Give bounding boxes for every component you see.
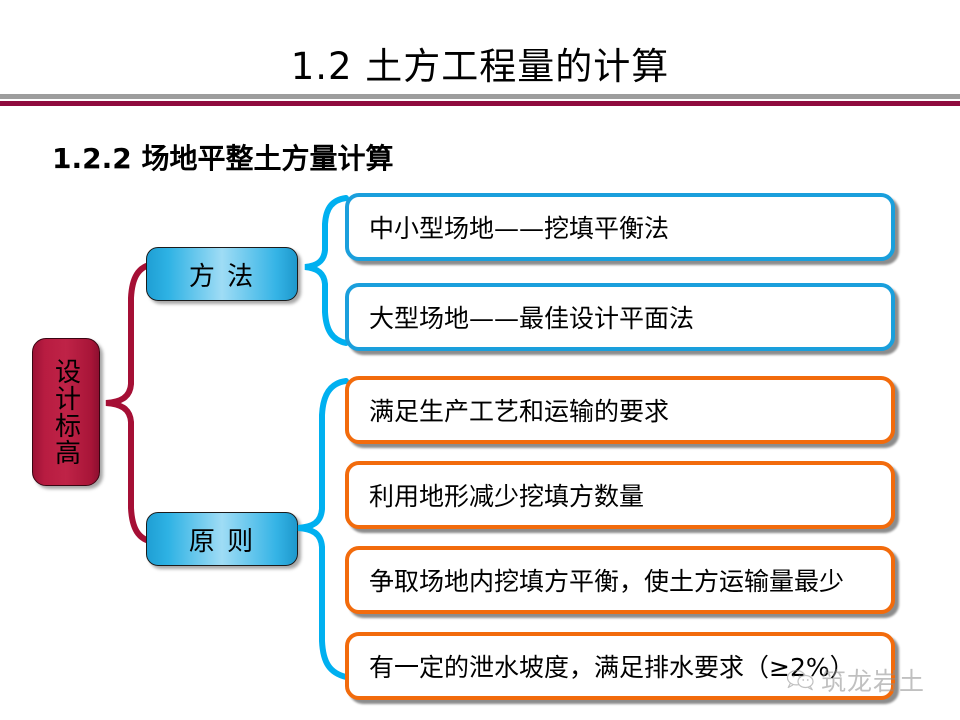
wechat-icon xyxy=(786,670,814,691)
leaf-box-method-2: 大型场地——最佳设计平面法 xyxy=(345,283,895,351)
branch-node-method-label: 方 法 xyxy=(188,261,256,292)
section-subtitle: 1.2.2 场地平整土方量计算 xyxy=(52,142,394,175)
leaf-text: 中小型场地——挖填平衡法 xyxy=(369,214,670,243)
header-divider-red xyxy=(0,101,960,106)
principle-brace-connector xyxy=(297,378,349,680)
branch-node-principle-label: 原 则 xyxy=(188,526,256,557)
watermark-text: 筑龙岩土 xyxy=(821,667,926,696)
leaf-box-method-1: 中小型场地——挖填平衡法 xyxy=(345,193,895,261)
leaf-text: 利用地形减少挖填方数量 xyxy=(369,482,645,511)
watermark: 筑龙岩土 xyxy=(786,662,925,698)
leaf-box-principle-2: 利用地形减少挖填方数量 xyxy=(345,461,895,529)
page-title: 1.2 土方工程量的计算 xyxy=(290,45,670,88)
root-brace-connector xyxy=(105,261,157,545)
leaf-box-principle-4: 有一定的泄水坡度，满足排水要求（≥2%） xyxy=(345,632,895,700)
branch-node-principle: 原 则 xyxy=(146,512,298,566)
root-node-design-elevation: 设计标高 xyxy=(32,338,100,486)
leaf-text: 有一定的泄水坡度，满足排水要求（≥2%） xyxy=(369,653,855,682)
leaf-text: 大型场地——最佳设计平面法 xyxy=(369,304,695,333)
leaf-text: 争取场地内挖填方平衡，使土方运输量最少 xyxy=(369,567,845,596)
branch-node-method: 方 法 xyxy=(146,247,298,301)
leaf-box-principle-1: 满足生产工艺和运输的要求 xyxy=(345,376,895,444)
leaf-box-principle-3: 争取场地内挖填方平衡，使土方运输量最少 xyxy=(345,546,895,614)
root-node-label: 设计标高 xyxy=(50,358,81,466)
header-divider-gray xyxy=(0,94,960,99)
leaf-text: 满足生产工艺和运输的要求 xyxy=(369,397,670,426)
